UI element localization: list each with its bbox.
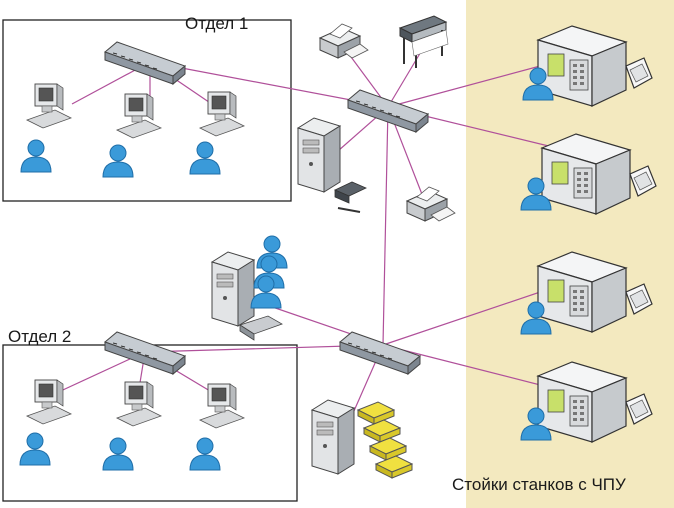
workstation-icon bbox=[116, 93, 162, 139]
workstation-icon bbox=[26, 379, 72, 425]
workstation-icon bbox=[116, 381, 162, 427]
department-1-switch-icon bbox=[104, 41, 186, 85]
workstation-icon bbox=[199, 383, 245, 429]
link-switch3-cnc3 bbox=[382, 286, 556, 346]
department-2-label: Отдел 2 bbox=[8, 327, 72, 346]
printer-icon bbox=[319, 23, 369, 59]
link-switch3-cnc4 bbox=[382, 344, 561, 391]
department-2-box bbox=[2, 344, 298, 502]
storage-array-icon bbox=[357, 401, 413, 479]
server-tower-icon bbox=[211, 251, 255, 327]
cnc-racks-label: Стойки станков с ЧПУ bbox=[452, 475, 626, 494]
user-icon bbox=[19, 432, 51, 466]
department-1-label: Отдел 1 bbox=[185, 14, 249, 33]
department-1-box bbox=[2, 19, 292, 202]
user-icon bbox=[102, 144, 134, 178]
printer-icon bbox=[406, 186, 456, 222]
user-icon bbox=[20, 139, 52, 173]
server-1-peripheral-icon bbox=[334, 181, 367, 213]
plotter-icon bbox=[399, 15, 449, 69]
storage-server-icon bbox=[311, 399, 355, 475]
user-icon bbox=[102, 437, 134, 471]
server-2-keyboard-icon bbox=[239, 315, 283, 341]
file-server-icon bbox=[297, 117, 341, 193]
lower-switch-icon bbox=[339, 331, 421, 375]
workstation-icon bbox=[199, 91, 245, 137]
workstation-icon bbox=[26, 83, 72, 129]
link-core-cnc1 bbox=[387, 61, 556, 108]
user-icon bbox=[189, 437, 221, 471]
link-core-switch3 bbox=[382, 106, 389, 346]
department-2-switch-icon bbox=[104, 331, 186, 375]
user-icon bbox=[189, 141, 221, 175]
